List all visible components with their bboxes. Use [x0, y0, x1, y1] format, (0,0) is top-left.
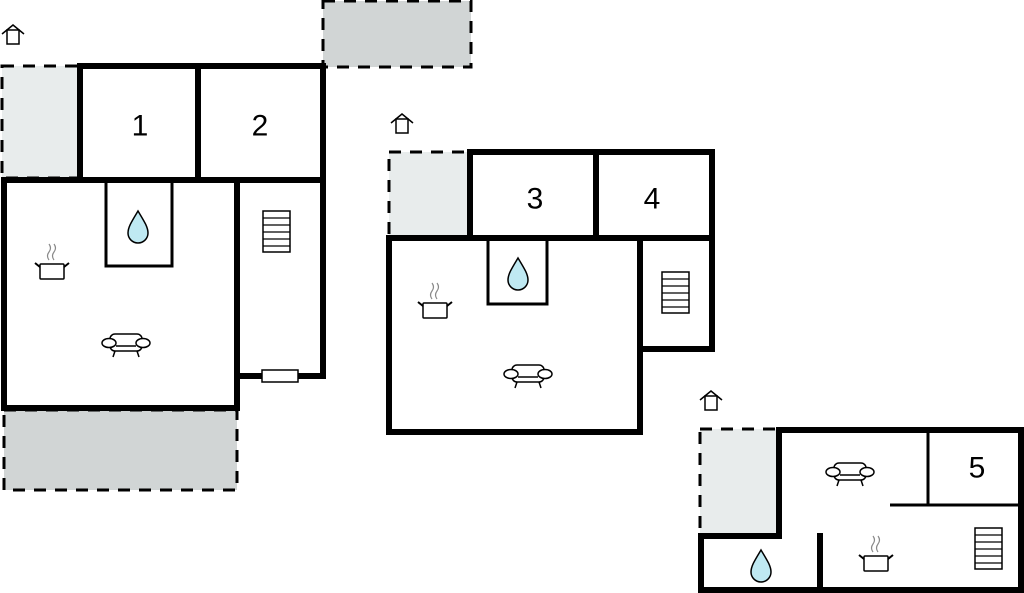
living-sofa-icon [503, 364, 553, 389]
room-label-3: 3 [527, 183, 544, 216]
kitchen-pot-icon [858, 535, 894, 572]
room-label-2: 2 [252, 110, 269, 143]
terrace-top [321, 0, 473, 69]
plan-level-b: 3 4 [386, 113, 715, 435]
stairs-icon [661, 271, 690, 314]
living-sofa-icon [825, 462, 875, 487]
terrace [387, 150, 472, 240]
room-label-4: 4 [644, 183, 661, 216]
terrace-bottom [2, 408, 239, 492]
living-sofa-icon [101, 333, 151, 358]
stairs-icon [974, 527, 1003, 570]
bathroom-drop-icon [127, 210, 149, 244]
bathroom [486, 236, 549, 306]
house-level-icon [1, 24, 25, 45]
plan-level-a: 1 2 [0, 0, 473, 492]
house-level-icon [699, 390, 723, 411]
kitchen-pot-icon [34, 243, 70, 280]
house-level-icon [390, 113, 414, 134]
terrace-left [0, 64, 82, 180]
bathroom-drop-icon [750, 549, 772, 583]
terrace [698, 427, 781, 538]
room-label-5: 5 [969, 452, 986, 485]
bathroom-drop-icon [507, 257, 529, 291]
window-icon [261, 369, 299, 383]
stairs-icon [262, 210, 291, 253]
kitchen-pot-icon [417, 282, 453, 319]
plan-level-c: 5 [698, 390, 1024, 593]
bathroom [104, 178, 174, 268]
room-label-1: 1 [132, 110, 149, 143]
